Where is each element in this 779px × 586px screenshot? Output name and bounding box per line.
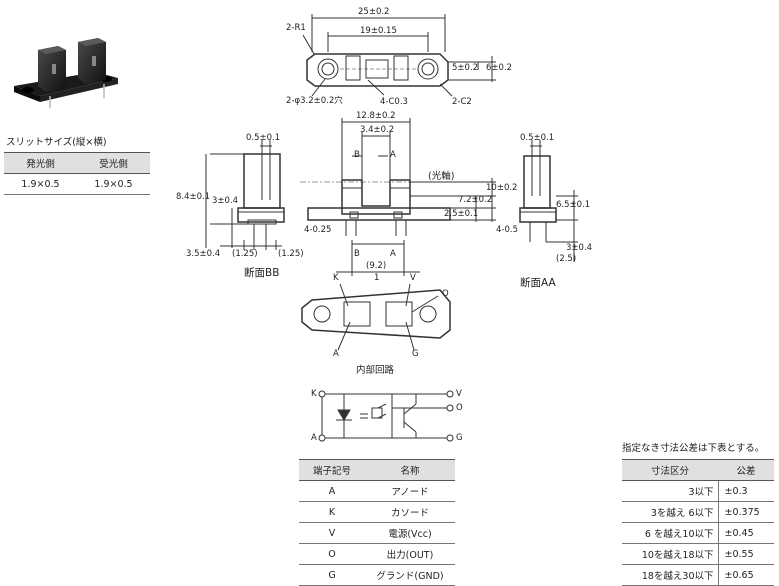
tolerance-note: 指定なき寸法公差は下表とする。 xyxy=(622,443,765,454)
tolerance-range: 3以下 xyxy=(622,480,719,502)
tolerance-value: ±0.375 xyxy=(718,501,774,523)
dim-2-5: 2.5±0.1 xyxy=(444,209,479,219)
table-row: 3を越え 6以下 ±0.375 xyxy=(622,501,774,523)
circuit-v-label: V xyxy=(456,389,462,399)
table-row: G グランド(GND) xyxy=(299,564,455,586)
tolerance-range: 10を越え18以下 xyxy=(622,543,719,565)
aa-dim-2-5: (2.5) xyxy=(556,254,577,264)
dim-overall-width: 25±0.2 xyxy=(358,7,390,17)
terminal-symbol: O xyxy=(299,543,365,565)
circuit-k-label: K xyxy=(311,389,317,399)
bb-dim-8-4: 8.4±0.1 xyxy=(176,192,211,202)
tolerance-value: ±0.3 xyxy=(718,480,774,502)
aa-dim-top: 0.5±0.1 xyxy=(520,133,555,143)
section-b-top: B xyxy=(354,150,360,160)
bb-dim-3: 3±0.4 xyxy=(212,196,239,206)
section-bb-caption: 断面BB xyxy=(244,267,280,279)
table-row: K カソード xyxy=(299,501,455,523)
dim-9-2: (9.2) xyxy=(366,261,387,271)
slit-size-table: 発光側 受光側 1.9×0.5 1.9×0.5 xyxy=(4,152,150,195)
tolerance-header-range: 寸法区分 xyxy=(622,459,718,481)
tolerance-value: ±0.65 xyxy=(718,564,774,586)
table-row: O 出力(OUT) xyxy=(299,543,455,565)
aa-dim-6-5: 6.5±0.1 xyxy=(556,200,591,210)
section-a-top: A xyxy=(390,150,396,160)
tolerance-range: 18を越え30以下 xyxy=(622,564,719,586)
terminal-symbol: G xyxy=(299,564,365,586)
terminal-table: 端子記号 名称 A アノード K カソード V 電源(Vcc) O 出力(OUT… xyxy=(299,459,455,586)
optical-axis-label: (光軸) xyxy=(428,171,455,182)
tolerance-value: ±0.55 xyxy=(718,543,774,565)
tolerance-range: 6 を越え10以下 xyxy=(622,522,719,544)
pin-v-label: V xyxy=(410,273,416,283)
slit-header-emitter: 発光側 xyxy=(4,152,77,174)
circuit-o-label: O xyxy=(456,403,463,413)
section-b-bottom: B xyxy=(354,249,360,259)
circuit-g-label: G xyxy=(456,433,463,443)
section-a-bottom: A xyxy=(390,249,396,259)
dim-slit-gap: 3.4±0.2 xyxy=(360,125,395,135)
pin-thickness-label: 4-0.25 xyxy=(304,225,332,235)
hole-label: 2-φ3.2±0.2穴 xyxy=(286,96,343,106)
table-row: 3以下 ±0.3 xyxy=(622,480,774,502)
terminal-name: 出力(OUT) xyxy=(365,543,455,565)
table-row: V 電源(Vcc) xyxy=(299,522,455,544)
dim-front-width: 12.8±0.2 xyxy=(356,111,396,121)
terminal-name: グランド(GND) xyxy=(365,564,455,586)
chamfer-large-label: 2-C2 xyxy=(452,97,472,107)
pin-o-label: O xyxy=(442,289,449,299)
bb-dim-1-25a: (1.25) xyxy=(232,249,258,259)
dim-7-2: 7.2±0.2 xyxy=(458,195,493,205)
dim-10: 10±0.2 xyxy=(486,183,518,193)
pin-k-label: K xyxy=(333,273,339,283)
internal-circuit-caption: 内部回路 xyxy=(356,365,395,376)
slit-value-receiver: 1.9×0.5 xyxy=(77,173,150,195)
terminal-header-symbol: 端子記号 xyxy=(299,459,365,481)
terminal-header-name: 名称 xyxy=(365,459,455,481)
product-photo xyxy=(0,0,130,120)
tolerance-table: 寸法区分 公差 3以下 ±0.3 3を越え 6以下 ±0.375 6 を越え10… xyxy=(622,459,774,586)
terminal-symbol: K xyxy=(299,501,365,523)
bb-dim-3-5: 3.5±0.4 xyxy=(186,249,221,259)
table-row: 10を越え18以下 ±0.55 xyxy=(622,543,774,565)
table-row: 6 を越え10以下 ±0.45 xyxy=(622,522,774,544)
tolerance-range: 3を越え 6以下 xyxy=(622,501,719,523)
terminal-name: カソード xyxy=(365,501,455,523)
pin-g-label: G xyxy=(412,349,419,359)
slit-value-emitter: 1.9×0.5 xyxy=(4,173,77,195)
aa-dim-3: 3±0.4 xyxy=(566,243,593,253)
section-aa-caption: 断面AA xyxy=(520,277,556,289)
dim-inner-width: 19±0.15 xyxy=(360,26,397,36)
tolerance-value: ±0.45 xyxy=(718,522,774,544)
bb-dim-1-25b: (1.25) xyxy=(278,249,304,259)
r-label: 2-R1 xyxy=(286,23,306,33)
dim-1: 1 xyxy=(374,273,380,283)
terminal-name: 電源(Vcc) xyxy=(365,522,455,544)
dim-half-height: 5±0.2 xyxy=(452,63,479,73)
terminal-name: アノード xyxy=(365,480,455,502)
slit-size-title: スリットサイズ(縦×横) xyxy=(6,137,107,148)
slit-header-receiver: 受光側 xyxy=(77,152,150,174)
table-row: 18を越え30以下 ±0.65 xyxy=(622,564,774,586)
tolerance-header-value: 公差 xyxy=(718,459,774,481)
aa-pin-label: 4-0.5 xyxy=(496,225,518,235)
terminal-symbol: A xyxy=(299,480,365,502)
table-row: A アノード xyxy=(299,480,455,502)
bb-dim-top: 0.5±0.1 xyxy=(246,133,281,143)
chamfer-small-label: 4-C0.3 xyxy=(380,97,408,107)
circuit-a-label: A xyxy=(311,433,317,443)
dim-height: 6±0.2 xyxy=(486,63,513,73)
pin-a-label: A xyxy=(333,349,339,359)
terminal-symbol: V xyxy=(299,522,365,544)
